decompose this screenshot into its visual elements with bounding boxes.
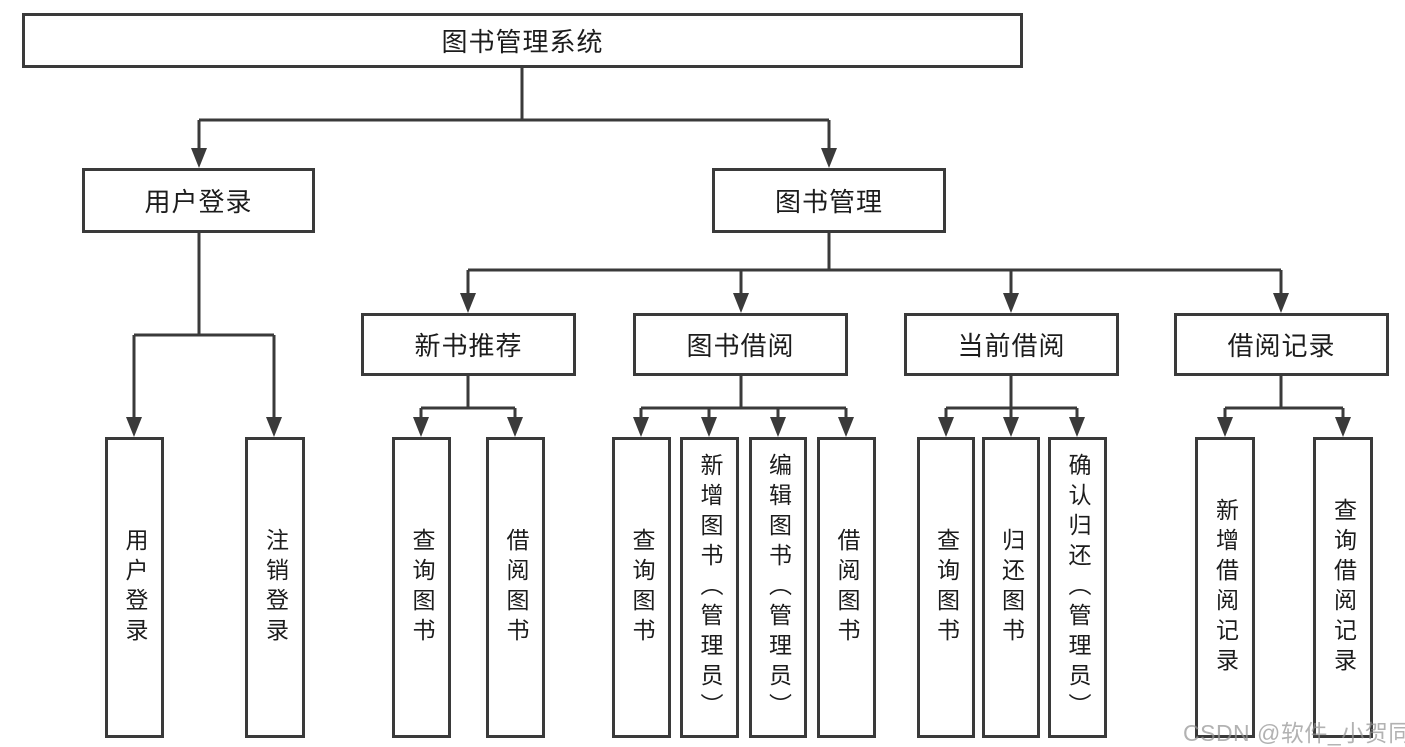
node-label: 图书管理	[774, 187, 883, 217]
node-label: 图书管理系统	[441, 27, 604, 57]
leaf-borrow-books-recommend: 借阅图书	[486, 437, 545, 738]
node-label: 新书推荐	[414, 331, 523, 361]
leaf-add-books-admin: 新增图书（管理员）	[680, 437, 739, 738]
leaf-logout: 注销登录	[245, 437, 305, 738]
leaf-user-login: 用户登录	[105, 437, 164, 738]
leaf-add-borrow-record: 新增借阅记录	[1195, 437, 1255, 738]
node-label: 图书借阅	[686, 331, 795, 361]
leaf-query-books-borrow: 查询图书	[612, 437, 671, 738]
leaf-label: 新增图书（管理员）	[697, 452, 723, 723]
leaf-label: 用户登录	[122, 527, 148, 648]
node-book-borrow: 图书借阅	[633, 313, 848, 376]
leaf-query-borrow-record: 查询借阅记录	[1313, 437, 1373, 738]
leaf-label: 查询图书	[933, 527, 960, 648]
node-label: 用户登录	[144, 187, 253, 217]
leaf-label: 查询图书	[409, 527, 435, 648]
leaf-confirm-return-admin: 确认归还（管理员）	[1048, 437, 1107, 738]
leaf-query-books-current: 查询图书	[917, 437, 975, 738]
node-library-system: 图书管理系统	[22, 13, 1023, 68]
csdn-watermark: CSDN @软件_小贺同学	[1183, 720, 1405, 746]
leaf-query-books-recommend: 查询图书	[392, 437, 451, 738]
leaf-label: 查询图书	[629, 527, 655, 648]
leaf-borrow-books: 借阅图书	[817, 437, 876, 738]
leaf-label: 确认归还（管理员）	[1065, 452, 1091, 723]
node-current-borrow: 当前借阅	[904, 313, 1119, 376]
leaf-label: 注销登录	[262, 527, 289, 648]
node-borrow-records: 借阅记录	[1174, 313, 1389, 376]
leaf-label: 查询借阅记录	[1330, 497, 1357, 678]
leaf-return-books: 归还图书	[982, 437, 1040, 738]
leaf-label: 归还图书	[998, 527, 1025, 648]
leaf-label: 新增借阅记录	[1212, 497, 1239, 678]
leaf-edit-books-admin: 编辑图书（管理员）	[749, 437, 807, 738]
leaf-label: 借阅图书	[503, 527, 529, 648]
node-user-login: 用户登录	[82, 168, 315, 233]
node-book-management: 图书管理	[712, 168, 946, 233]
node-new-book-recommend: 新书推荐	[361, 313, 576, 376]
leaf-label: 借阅图书	[834, 527, 860, 648]
node-label: 当前借阅	[957, 331, 1066, 361]
node-label: 借阅记录	[1227, 331, 1336, 361]
leaf-label: 编辑图书（管理员）	[765, 452, 792, 723]
